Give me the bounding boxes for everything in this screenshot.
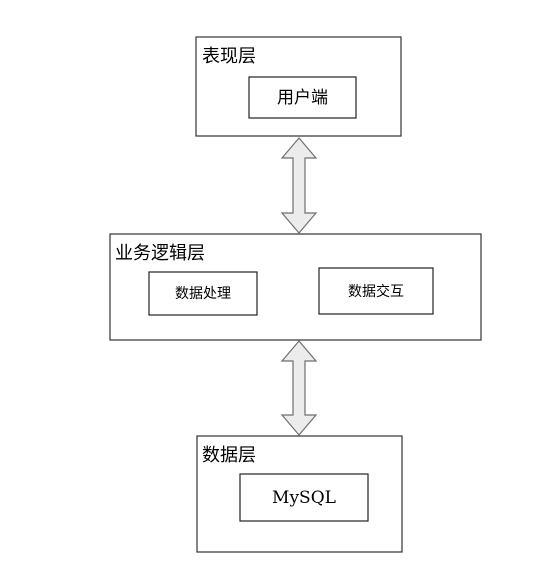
presentation-layer: 表现层 用户端 — [195, 36, 402, 137]
data-layer-title: 数据层 — [202, 445, 256, 466]
mysql-node-label: MySQL — [272, 488, 336, 508]
client-node-box — [248, 76, 357, 119]
client-node: 用户端 — [248, 76, 357, 119]
client-node-label: 用户端 — [277, 88, 328, 108]
data-layer: 数据层 MySQL — [196, 435, 403, 553]
data-interaction-node: 数据交互 — [318, 267, 434, 315]
business-layer-title: 业务逻辑层 — [115, 243, 205, 264]
data-processing-node-box — [148, 271, 258, 316]
data-processing-node-label: 数据处理 — [175, 286, 231, 302]
data-interaction-node-box — [318, 267, 434, 315]
data-processing-node: 数据处理 — [148, 271, 258, 316]
business-layer: 业务逻辑层 数据处理 数据交互 — [109, 233, 482, 341]
mysql-node-box — [239, 473, 369, 522]
presentation-layer-title: 表现层 — [202, 46, 256, 67]
bidirectional-arrow-bottom — [280, 340, 318, 436]
mysql-node: MySQL — [239, 473, 369, 522]
double-arrow-icon — [280, 137, 318, 234]
data-interaction-node-label: 数据交互 — [348, 283, 404, 300]
double-arrow-icon — [280, 340, 318, 436]
bidirectional-arrow-top — [280, 137, 318, 234]
